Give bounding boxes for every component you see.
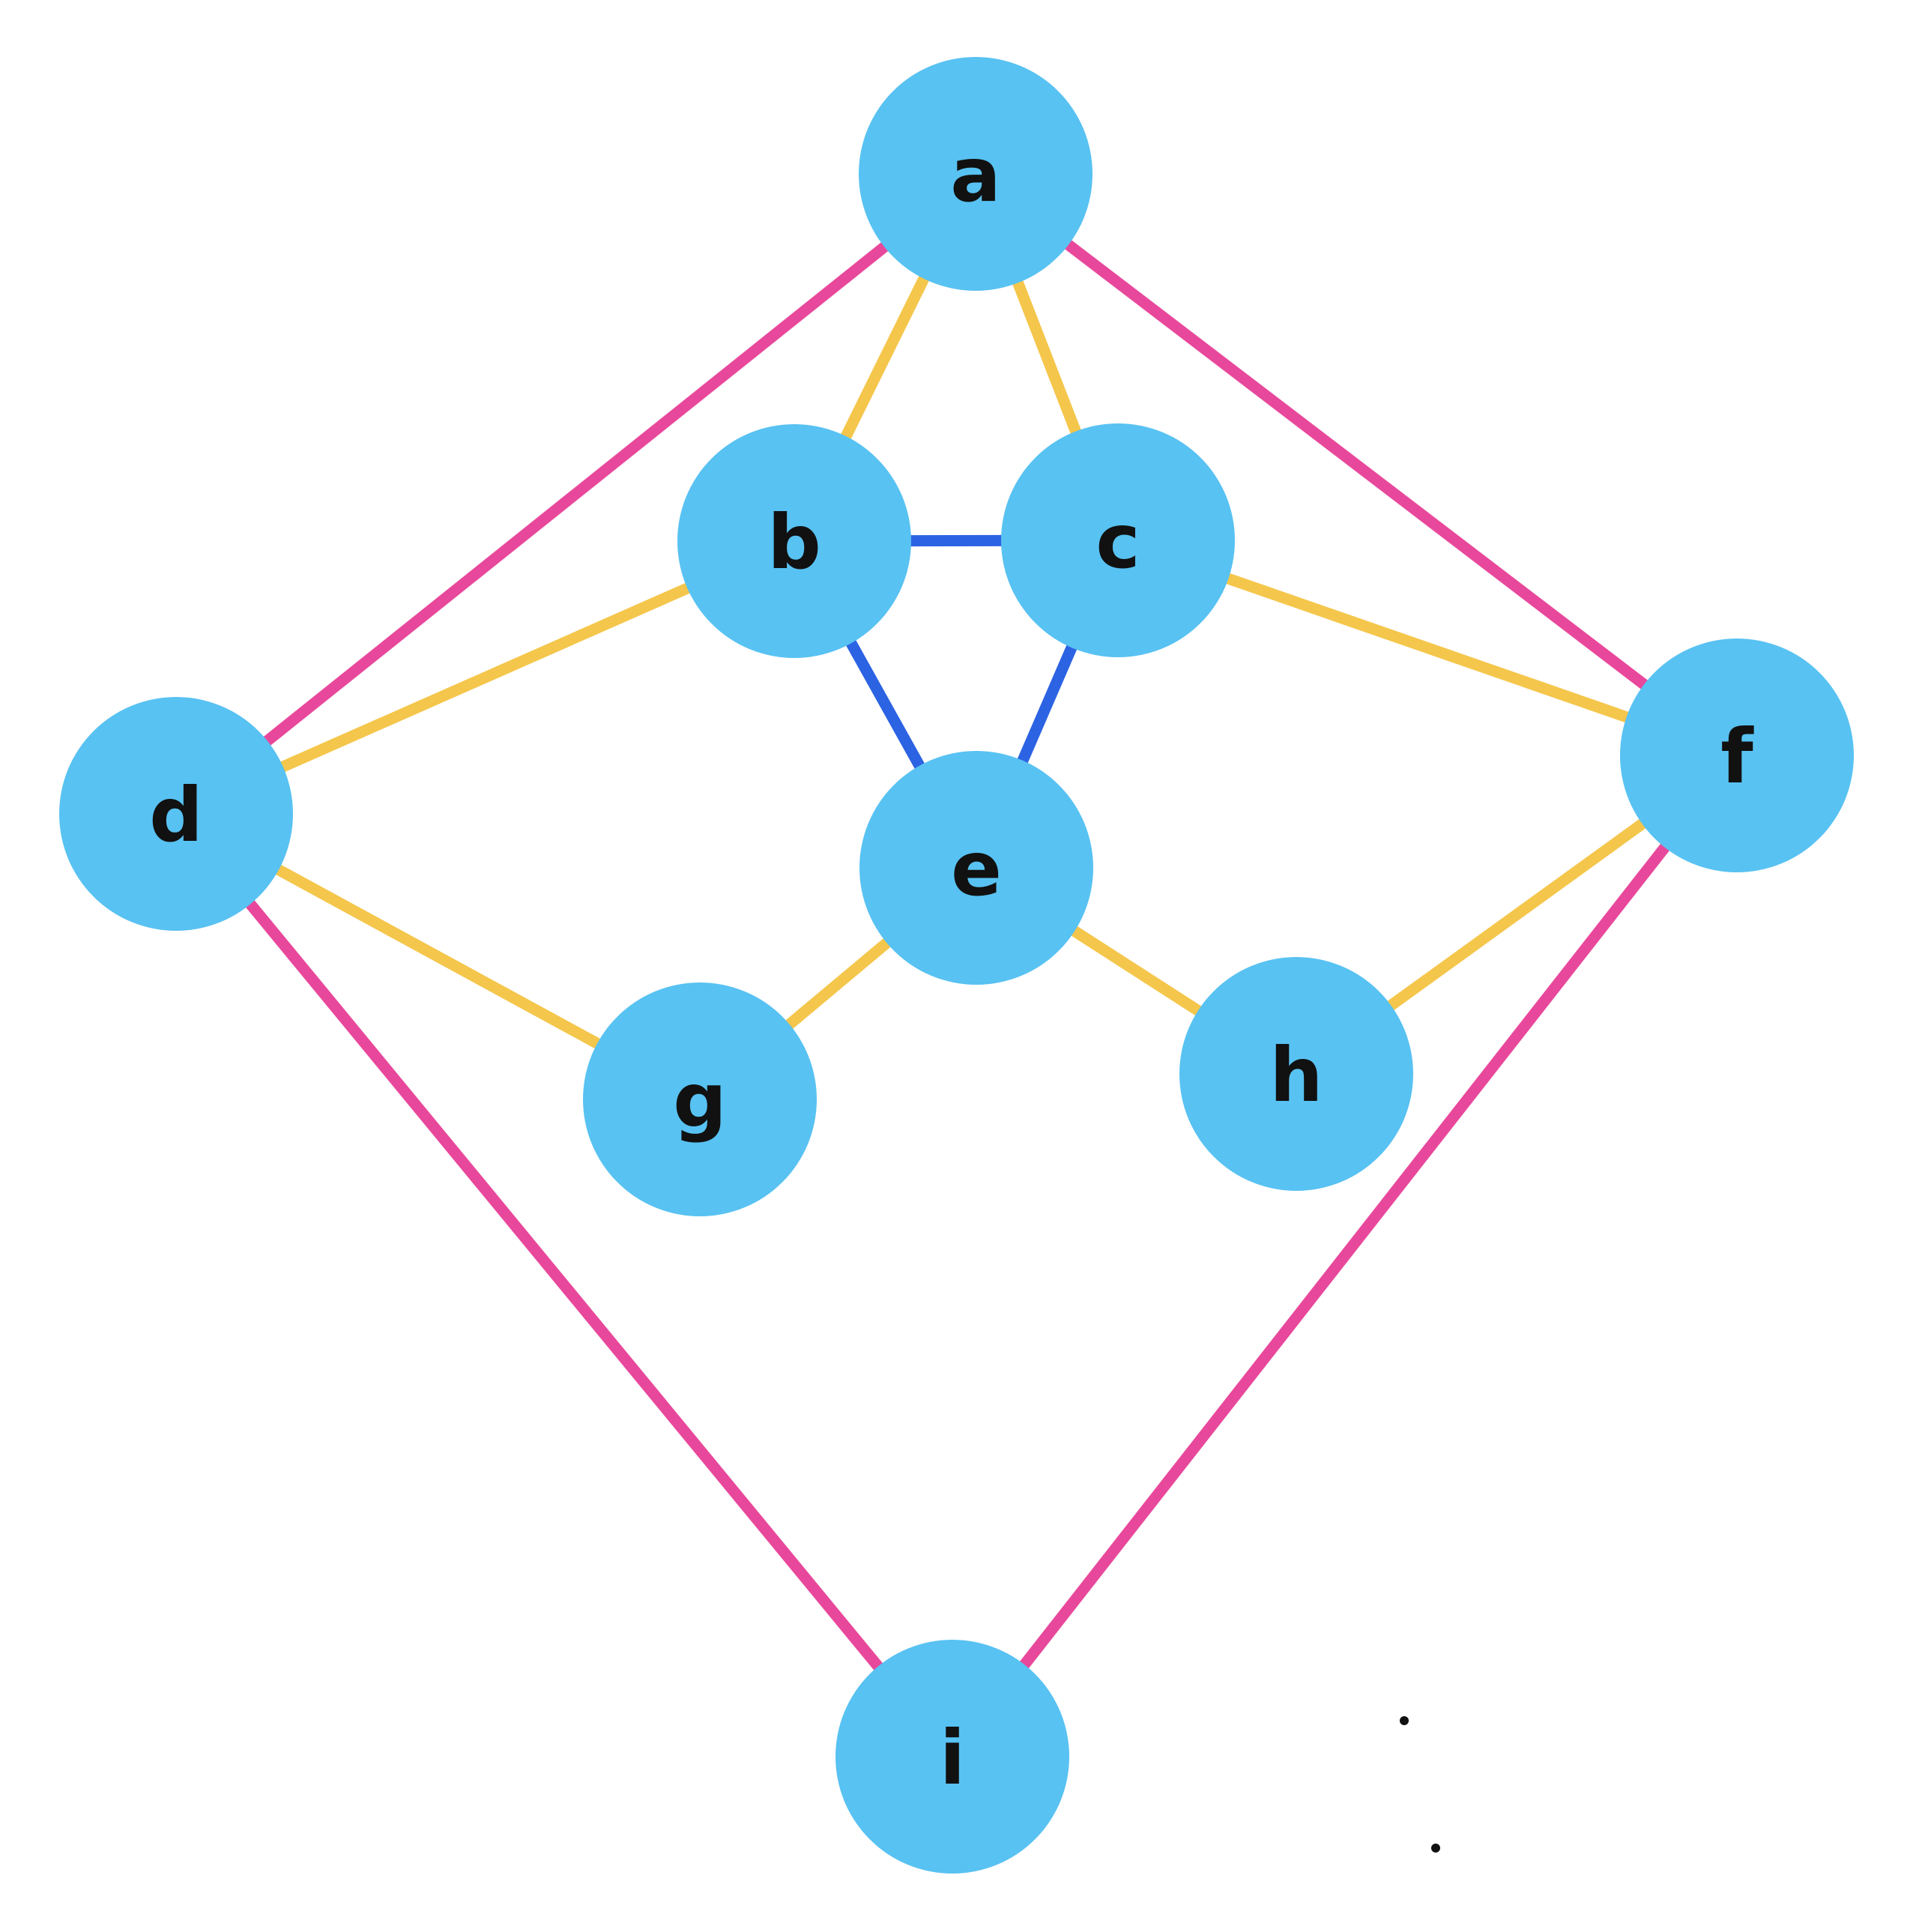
node-c-circle[interactable] <box>1001 423 1235 657</box>
node-b-circle[interactable] <box>677 424 911 658</box>
edge-a-d <box>170 168 982 820</box>
node-i-circle[interactable] <box>835 1640 1069 1874</box>
node-h-circle[interactable] <box>1179 957 1413 1191</box>
node-e[interactable]: e <box>859 751 1093 985</box>
node-a-circle[interactable] <box>859 57 1093 291</box>
node-i[interactable]: i <box>835 1640 1069 1874</box>
node-d-circle[interactable] <box>59 697 293 931</box>
node-d[interactable]: d <box>59 697 293 931</box>
edge-f-i <box>946 749 1743 1763</box>
stray-dot <box>1431 1844 1440 1853</box>
node-g-circle[interactable] <box>583 982 817 1216</box>
edge-a-f <box>970 168 1743 761</box>
node-b[interactable]: b <box>677 424 911 658</box>
node-h[interactable]: h <box>1179 957 1413 1191</box>
node-a[interactable]: a <box>859 57 1093 291</box>
edge-d-i <box>170 808 958 1763</box>
node-f[interactable]: f <box>1620 639 1854 872</box>
node-e-circle[interactable] <box>859 751 1093 985</box>
node-f-circle[interactable] <box>1620 639 1854 872</box>
stray-dot <box>1400 1716 1409 1725</box>
node-c[interactable]: c <box>1001 423 1235 657</box>
node-g[interactable]: g <box>583 982 817 1216</box>
